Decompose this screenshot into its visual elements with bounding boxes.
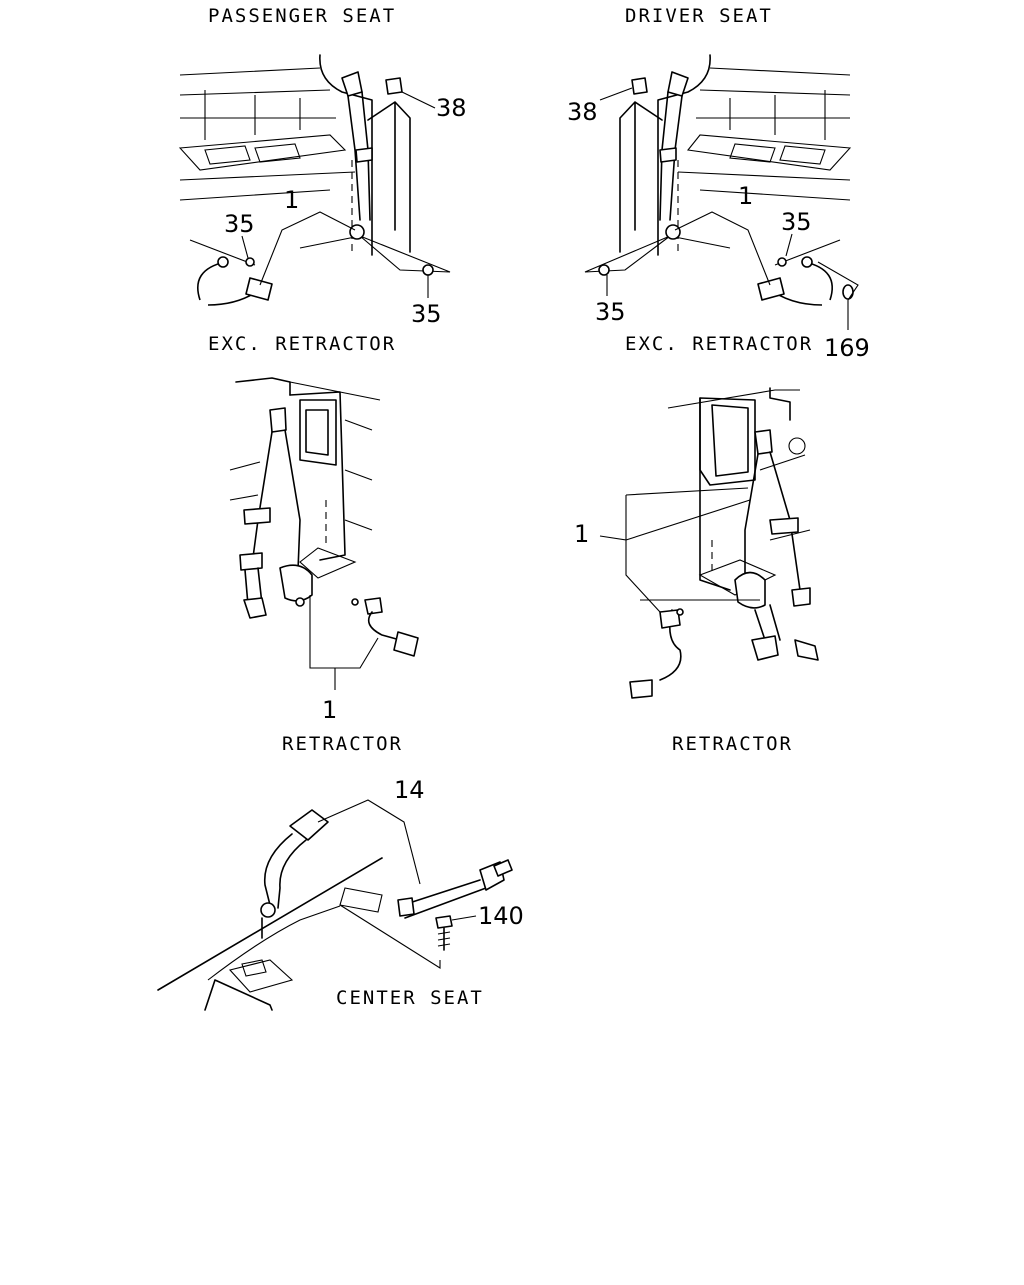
passenger-seat-title: PASSENGER SEAT <box>208 5 396 27</box>
driver-belt <box>598 71 859 306</box>
callout-1-driver-retractor: 1 <box>574 520 589 548</box>
driver-floor-drawing <box>584 54 852 273</box>
passenger-retractor-belt <box>239 407 419 657</box>
callout-169-driver: 169 <box>824 334 870 362</box>
driver-seat-panel: DRIVER SEAT <box>567 5 870 362</box>
passenger-retractor-pillar <box>229 377 381 579</box>
callout-35-passenger-left: 35 <box>224 210 255 238</box>
callout-38-passenger: 38 <box>436 94 467 122</box>
center-seat-title: CENTER SEAT <box>336 987 484 1009</box>
passenger-retractor-callouts: 1 <box>309 595 379 724</box>
driver-retractor-subtitle: RETRACTOR <box>672 733 793 755</box>
center-floor-drawing <box>157 857 441 1011</box>
passenger-seat-panel: PASSENGER SEAT 38 <box>178 5 467 355</box>
callout-1-passenger: 1 <box>284 186 299 214</box>
passenger-retractor-subtitle: RETRACTOR <box>282 733 403 755</box>
passenger-belt <box>189 71 434 306</box>
callout-35-driver-right: 35 <box>781 208 812 236</box>
callout-35-driver-left: 35 <box>595 298 626 326</box>
passenger-floor-drawing <box>178 54 451 273</box>
driver-seat-subtitle: EXC. RETRACTOR <box>625 333 813 355</box>
callout-1-driver: 1 <box>738 182 753 210</box>
driver-callouts: 38 1 35 35 169 <box>567 87 870 362</box>
driver-retractor-panel: 1 RETRACTOR <box>574 387 819 755</box>
callout-35-passenger-right: 35 <box>411 300 442 328</box>
center-seat-panel: 14 140 CENTER SEAT <box>157 776 524 1011</box>
driver-retractor-pillar <box>667 387 811 596</box>
driver-retractor-callouts: 1 <box>574 487 751 613</box>
callout-14-center: 14 <box>394 776 425 804</box>
callout-1-passenger-retractor: 1 <box>322 696 337 724</box>
driver-retractor-belt <box>629 429 819 699</box>
callout-38-driver: 38 <box>567 98 598 126</box>
passenger-callouts: 38 1 35 35 <box>224 91 467 328</box>
center-callouts: 14 140 <box>317 776 524 930</box>
passenger-seat-subtitle: EXC. RETRACTOR <box>208 333 396 355</box>
center-belt <box>260 809 513 951</box>
callout-140-center: 140 <box>478 902 524 930</box>
passenger-retractor-panel: 1 RETRACTOR <box>229 377 419 755</box>
driver-seat-title: DRIVER SEAT <box>625 5 773 27</box>
